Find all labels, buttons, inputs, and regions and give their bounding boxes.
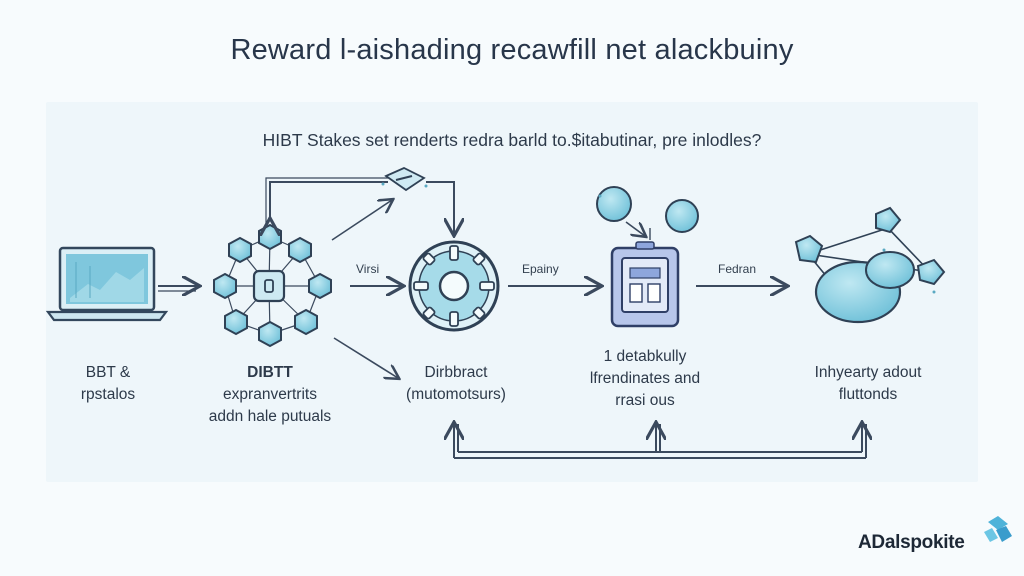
stage-3-label: Dirbbract (mutomotsurs) bbox=[394, 362, 518, 406]
stage-2-line-3: addn hale putuals bbox=[208, 408, 332, 425]
node-cluster-icon bbox=[213, 223, 332, 348]
brand-name: ADalspokite bbox=[858, 532, 965, 553]
stage-5-line-2: fluttonds bbox=[838, 386, 898, 403]
molecule-icon bbox=[794, 206, 946, 324]
coin-arrow bbox=[625, 221, 645, 236]
stage-4-line-3: rrasi ous bbox=[615, 392, 675, 409]
feedback-line-down bbox=[426, 181, 454, 234]
arrow-label-3: Fedran bbox=[718, 262, 757, 276]
stage-4-line-1: 1 detabkully bbox=[603, 348, 687, 365]
feedback-line-bottom bbox=[454, 424, 866, 459]
device-icon bbox=[610, 241, 680, 328]
stage-1-line-1: BBT & bbox=[85, 364, 131, 381]
stage-5-label: Inhyearty adout fluttonds bbox=[792, 362, 944, 406]
distribution-wheel-icon bbox=[408, 240, 500, 332]
coin-icon-1 bbox=[596, 186, 632, 222]
stage-2-line-2: expranvertrits bbox=[223, 386, 317, 403]
stage-1-line-2: rpstalos bbox=[80, 386, 136, 403]
stage-3-line-1: Dirbbract bbox=[424, 364, 488, 381]
stage-4-label: 1 detabkully lfrendinates and rrasi ous bbox=[572, 346, 718, 412]
arrow-label-1: Virsi bbox=[356, 262, 380, 276]
diagram-title: Reward l-aishading recawfill net alackbu… bbox=[230, 34, 794, 66]
diagram-subtitle: HIBT Stakes set renderts redra barld to.… bbox=[262, 130, 762, 150]
feedback-line-top bbox=[270, 181, 388, 220]
arrow-up-to-card bbox=[331, 200, 392, 241]
laptop-icon bbox=[45, 246, 169, 322]
feedback-line-top-shadow bbox=[265, 177, 388, 224]
stage-4-line-2: lfrendinates and bbox=[589, 370, 701, 387]
arrow-label-2: Epainy bbox=[522, 262, 559, 276]
arrow-down-to-stage3 bbox=[333, 337, 398, 378]
brand-logo-icon bbox=[984, 516, 1012, 542]
stage-1-label: BBT & rpstalos bbox=[60, 362, 156, 406]
card-icon bbox=[381, 167, 428, 192]
stage-2-line-1: DIBTT bbox=[247, 364, 293, 381]
coin-icon-2 bbox=[665, 199, 699, 233]
stage-5-line-1: Inhyearty adout bbox=[814, 364, 922, 381]
stage-3-line-2: (mutomotsurs) bbox=[406, 386, 506, 403]
stage-2-label: DIBTT expranvertrits addn hale putuals bbox=[190, 362, 350, 428]
